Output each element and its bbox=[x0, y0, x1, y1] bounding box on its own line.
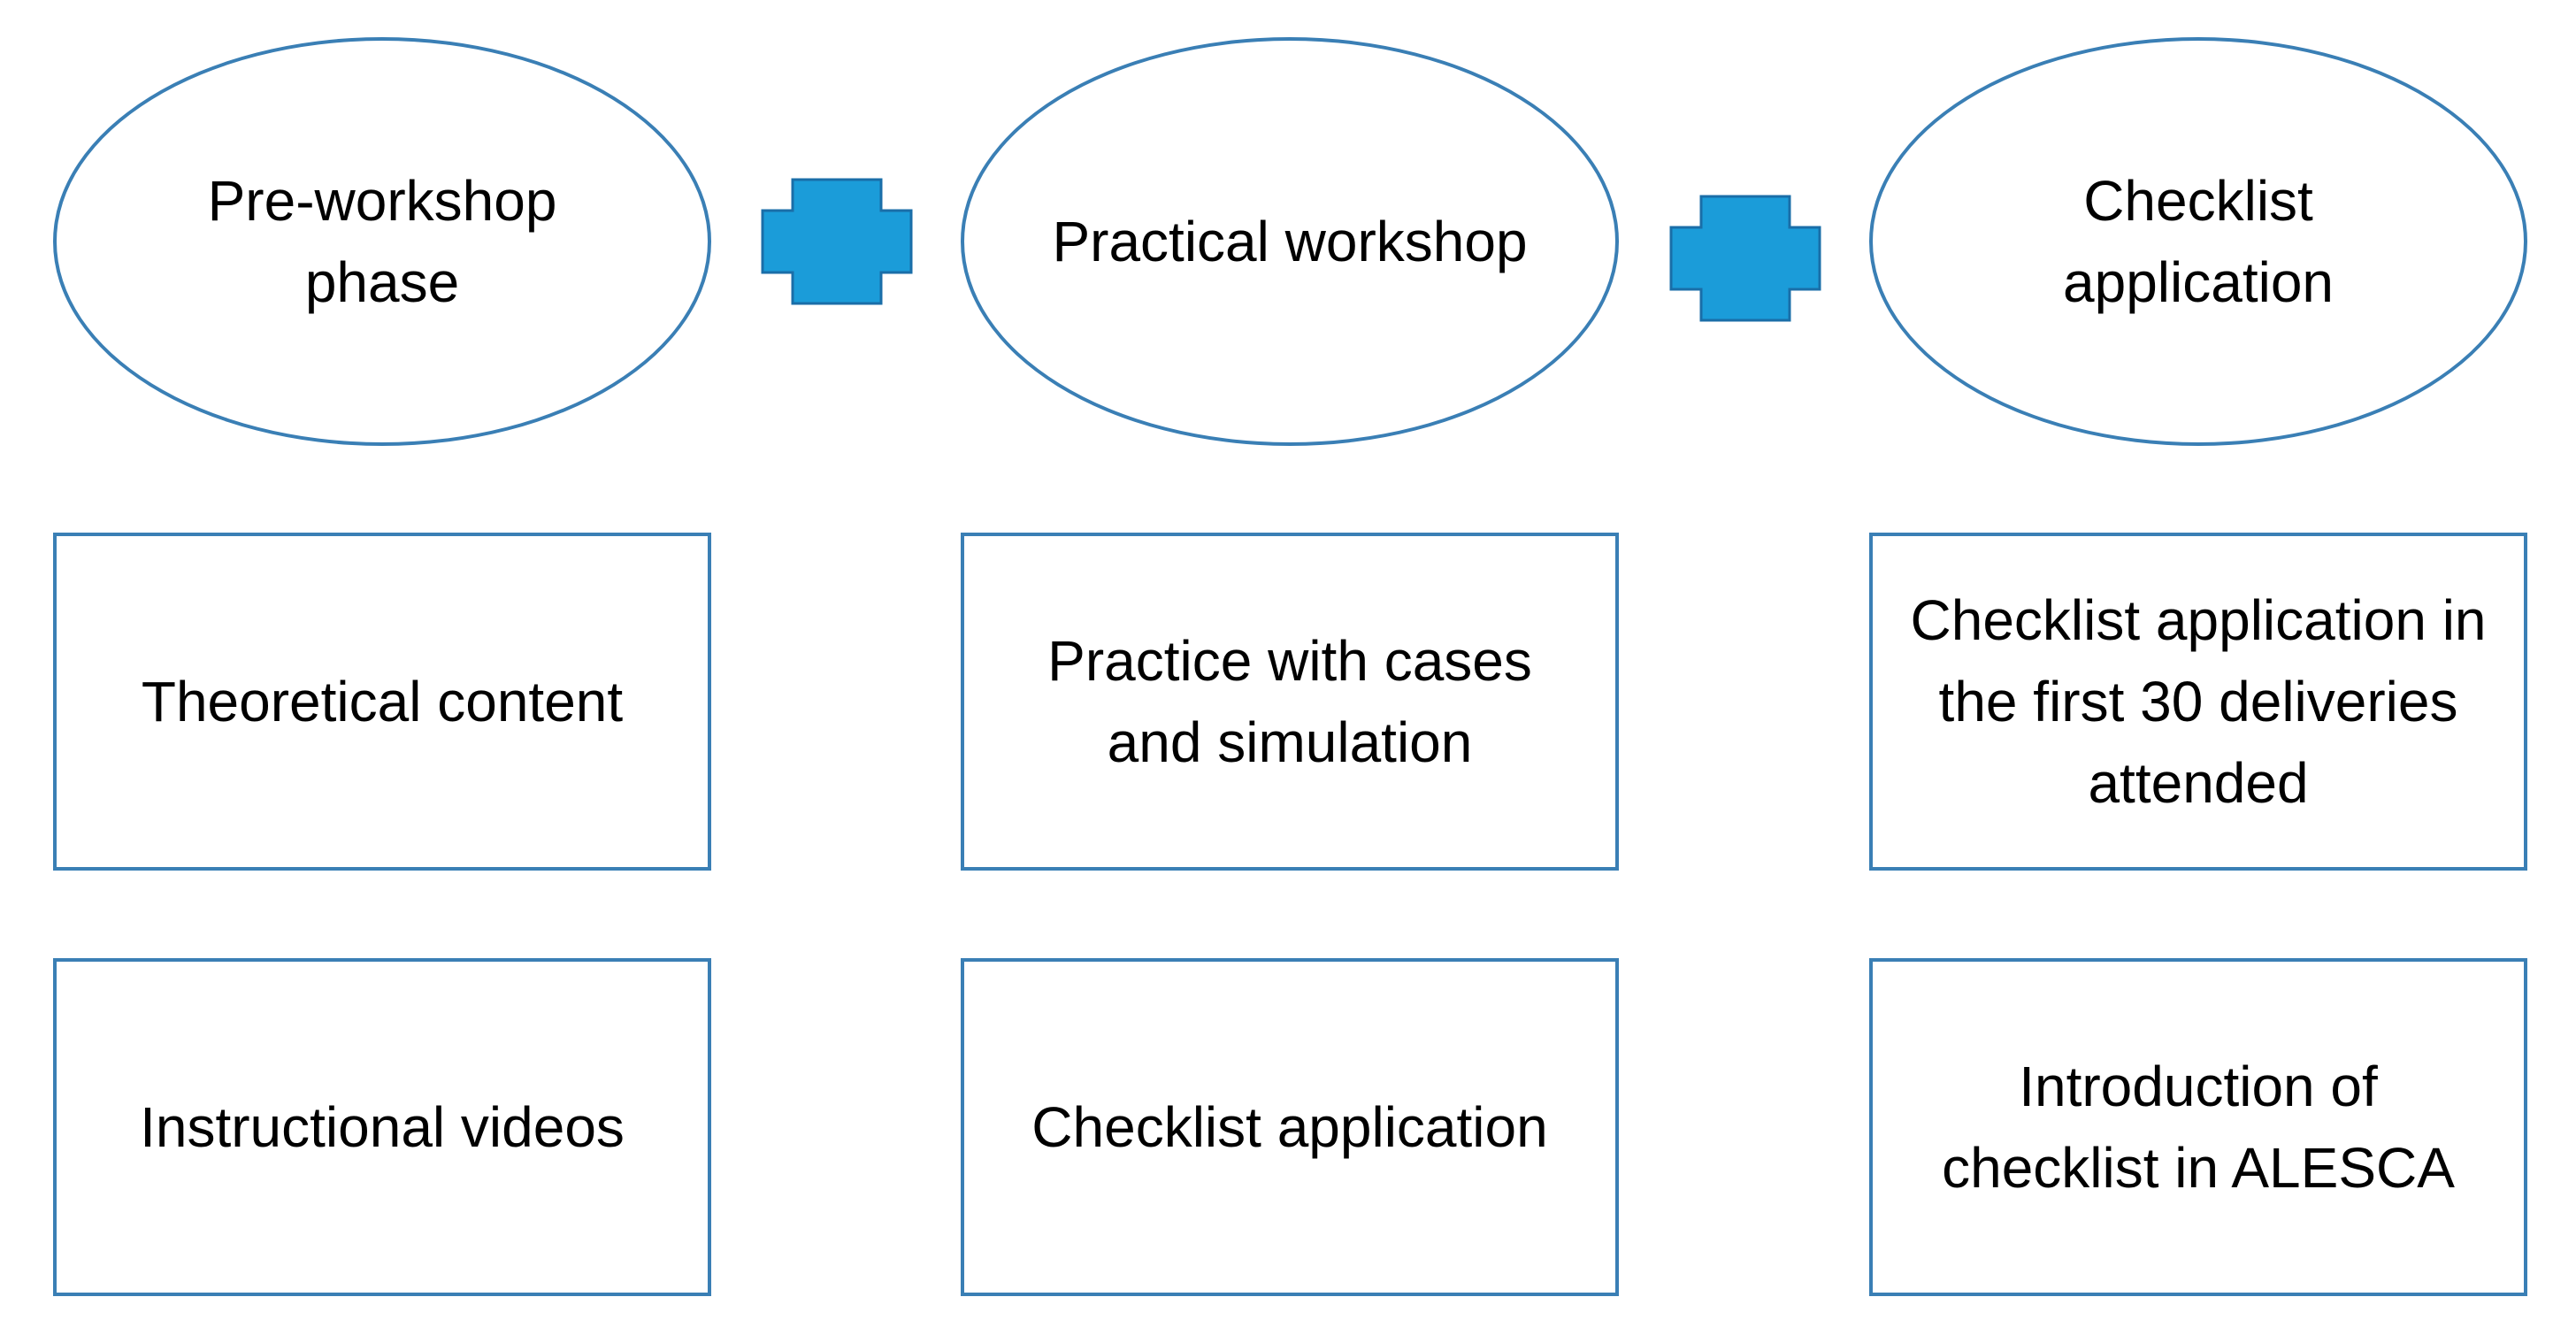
content-box-introduction-checklist-alesca: Introduction of checklist in ALESCA bbox=[1869, 958, 2527, 1296]
plus-icon bbox=[761, 178, 913, 305]
content-box-label: Practice with cases and simulation bbox=[1047, 629, 1532, 774]
content-box-instructional-videos: Instructional videos bbox=[53, 958, 711, 1296]
content-box-label: Checklist application bbox=[1031, 1095, 1548, 1159]
content-box-checklist-first-30-deliveries: Checklist application in the first 30 de… bbox=[1869, 533, 2527, 871]
content-box-label: Theoretical content bbox=[141, 670, 624, 733]
phase-oval-practical-workshop: Practical workshop bbox=[961, 37, 1619, 446]
content-box-label: Instructional videos bbox=[140, 1095, 625, 1159]
phase-title: Checklist application bbox=[2063, 169, 2334, 314]
phase-oval-pre-workshop: Pre-workshop phase bbox=[53, 37, 711, 446]
plus-icon bbox=[1669, 195, 1821, 322]
content-box-label: Introduction of checklist in ALESCA bbox=[1942, 1055, 2455, 1200]
content-box-practice-cases-simulation: Practice with cases and simulation bbox=[961, 533, 1619, 871]
phase-title: Practical workshop bbox=[1052, 210, 1528, 273]
plus-shape bbox=[761, 178, 913, 305]
content-box-checklist-application: Checklist application bbox=[961, 958, 1619, 1296]
content-box-theoretical-content: Theoretical content bbox=[53, 533, 711, 871]
phase-oval-checklist-application: Checklist application bbox=[1869, 37, 2527, 446]
content-box-label: Checklist application in the first 30 de… bbox=[1910, 588, 2487, 815]
plus-shape bbox=[1669, 195, 1821, 322]
phase-title: Pre-workshop phase bbox=[207, 169, 557, 314]
